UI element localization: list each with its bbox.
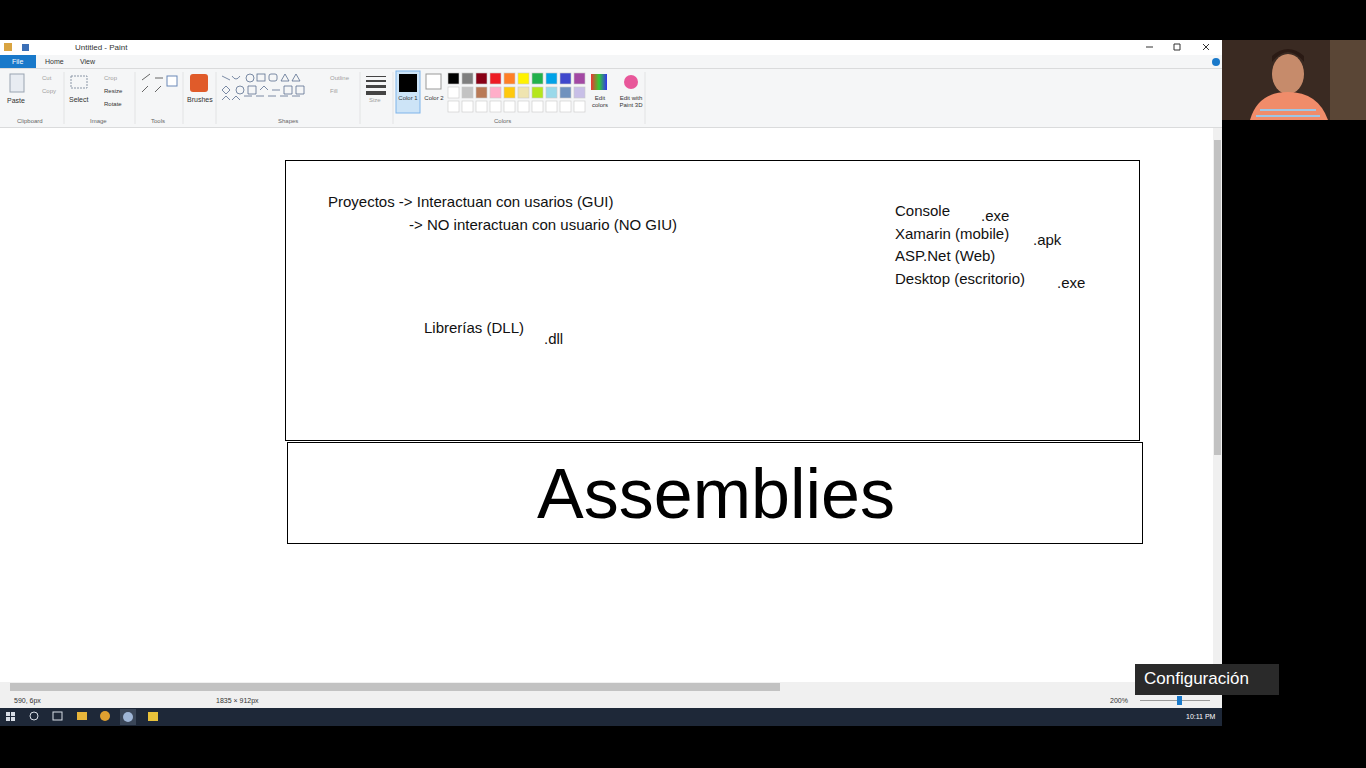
ui-label: Color 2 <box>424 95 444 102</box>
note-text: .exe <box>981 207 1009 225</box>
note-text: Desktop (escritorio) <box>895 270 1025 288</box>
ui-label: File <box>12 58 23 66</box>
ui-label: Edit colors <box>588 95 612 108</box>
ui-label: Outline <box>330 75 349 82</box>
ui-label: Shapes <box>278 118 298 125</box>
ui-label: 200% <box>1110 697 1128 705</box>
ui-label: Color 1 <box>398 95 418 102</box>
ui-label: Colors <box>494 118 511 125</box>
note-text: Console <box>895 202 950 220</box>
ui-label: Tools <box>151 118 165 125</box>
ui-label: Home <box>45 58 64 66</box>
title-text: Assemblies <box>537 459 895 529</box>
ui-label: Copy <box>42 88 56 95</box>
note-text: .dll <box>544 330 563 348</box>
ui-label: Fill <box>330 88 338 95</box>
ui-label: 1835 × 912px <box>216 697 259 705</box>
ui-label: Rotate <box>104 101 122 108</box>
note-text: .apk <box>1033 231 1061 249</box>
ui-label: Size <box>369 97 381 104</box>
ui-label: Paste <box>7 97 25 105</box>
ui-label: 590, 6px <box>14 697 41 705</box>
ui-label: 10:11 PM <box>1186 713 1215 721</box>
ui-label: Image <box>90 118 107 125</box>
ui-label: Edit with Paint 3D <box>614 95 648 108</box>
ui-label: Brushes <box>187 96 213 104</box>
note-text: Proyectos -> Interactuan con usarios (GU… <box>328 193 614 211</box>
content-box: Proyectos -> Interactuan con usarios (GU… <box>285 160 1140 441</box>
ui-label: Resize <box>104 88 122 95</box>
ui-label: Cut <box>42 75 51 82</box>
note-text: Xamarin (mobile) <box>895 225 1009 243</box>
ui-label: Clipboard <box>17 118 43 125</box>
note-text: ASP.Net (Web) <box>895 247 995 265</box>
ui-label: Untitled - Paint <box>75 44 127 53</box>
ui-label: Crop <box>104 75 117 82</box>
note-text: -> NO interactuan con usuario (NO GIU) <box>409 216 677 234</box>
ui-label: View <box>80 58 95 66</box>
tooltip-text: Configuración <box>1144 670 1249 689</box>
ui-label: Select <box>69 96 88 104</box>
note-text: Librerías (DLL) <box>424 319 524 337</box>
title-band: Assemblies <box>287 442 1143 544</box>
note-text: .exe <box>1057 274 1085 292</box>
